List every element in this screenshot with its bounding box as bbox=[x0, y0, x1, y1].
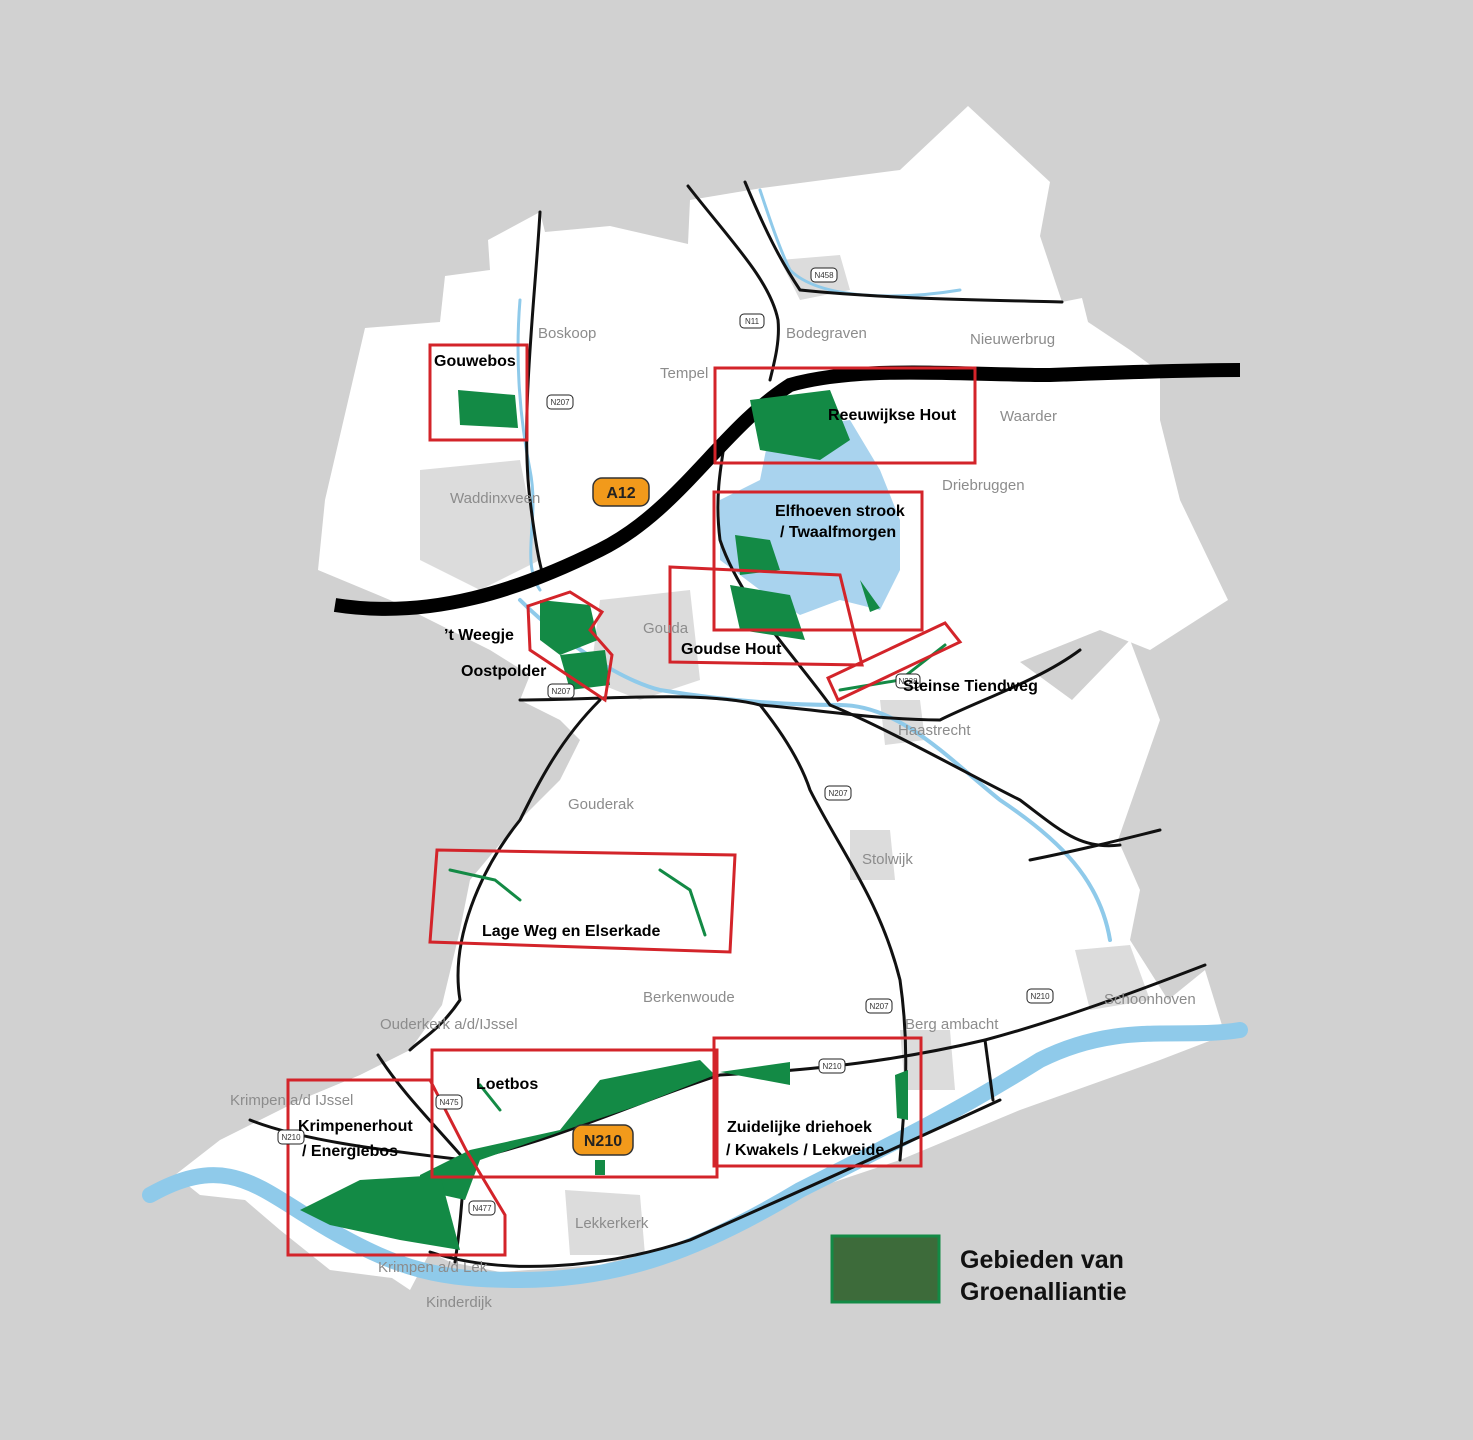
place-stolwijk: Stolwijk bbox=[862, 851, 913, 868]
svg-text:N207: N207 bbox=[551, 687, 571, 696]
label-elfhoeven-2: / Twaalfmorgen bbox=[780, 524, 896, 541]
road-tag-n475: N475 bbox=[435, 1094, 463, 1110]
label-zuidelijke-2: / Kwakels / Lekweide bbox=[726, 1142, 884, 1159]
label-lage-weg: Lage Weg en Elserkade bbox=[482, 923, 661, 940]
legend-swatch bbox=[830, 1234, 941, 1304]
svg-text:N458: N458 bbox=[814, 271, 834, 280]
label-oostpolder: Oostpolder bbox=[461, 663, 546, 680]
place-waddinxveen: Waddinxveen bbox=[450, 490, 540, 507]
place-nieuwerbrug: Nieuwerbrug bbox=[970, 331, 1055, 348]
svg-text:N475: N475 bbox=[439, 1098, 459, 1107]
area-labels: Gouwebos Reeuwijkse Hout Elfhoeven stroo… bbox=[298, 353, 1038, 1160]
label-weegje: ’t Weegje bbox=[444, 627, 514, 644]
svg-text:N228: N228 bbox=[898, 677, 918, 686]
label-elfhoeven-1: Elfhoeven strook bbox=[775, 503, 905, 520]
place-krimpen-ijssel: Krimpen a/d IJssel bbox=[230, 1092, 353, 1109]
label-reeuwijkse-hout: Reeuwijkse Hout bbox=[828, 407, 957, 424]
place-waarder: Waarder bbox=[1000, 408, 1057, 425]
legend: Gebieden van Groenalliantie bbox=[830, 1234, 1127, 1306]
label-gouwebos: Gouwebos bbox=[434, 353, 516, 370]
place-schoonhoven: Schoonhoven bbox=[1104, 991, 1196, 1008]
svg-text:N210: N210 bbox=[281, 1133, 301, 1142]
label-goudse-hout: Goudse Hout bbox=[681, 641, 782, 658]
label-krimpenerhout-1: Krimpenerhout bbox=[298, 1118, 413, 1135]
place-ouderkerk: Ouderkerk a/d/IJssel bbox=[380, 1016, 518, 1033]
svg-text:A12: A12 bbox=[606, 485, 635, 502]
place-names: Boskoop Bodegraven Nieuwerbrug Tempel Wa… bbox=[230, 325, 1196, 1311]
place-berg-ambacht: Berg ambacht bbox=[905, 1016, 999, 1033]
road-tag-n458: N458 bbox=[810, 267, 838, 283]
n210-tag: N210 bbox=[572, 1124, 634, 1156]
label-krimpenerhout-2: / Energiebos bbox=[302, 1143, 398, 1160]
a12-highway bbox=[333, 363, 1241, 616]
road-number-tags: N458 N11 N207 N207 N207 N207 N210 N210 N… bbox=[277, 267, 1054, 1216]
place-tempel: Tempel bbox=[660, 365, 708, 382]
road-tag-n210-a: N210 bbox=[1026, 988, 1054, 1004]
a12-tag: A12 bbox=[592, 477, 650, 507]
place-haastrecht: Haastrecht bbox=[898, 722, 971, 739]
label-zuidelijke-1: Zuidelijke driehoek bbox=[727, 1119, 872, 1136]
place-kinderdijk: Kinderdijk bbox=[426, 1294, 492, 1311]
road-tag-n207-d: N207 bbox=[865, 998, 893, 1014]
place-gouda: Gouda bbox=[643, 620, 689, 637]
label-steinse: Steinse Tiendweg bbox=[903, 678, 1038, 695]
road-tag-n207-a: N207 bbox=[546, 394, 574, 410]
place-driebruggen: Driebruggen bbox=[942, 477, 1025, 494]
svg-text:N207: N207 bbox=[869, 1002, 889, 1011]
place-gouderak: Gouderak bbox=[568, 796, 634, 813]
svg-text:N207: N207 bbox=[828, 789, 848, 798]
area-boxes bbox=[286, 343, 977, 1257]
road-tag-n207-b: N207 bbox=[547, 683, 575, 699]
legend-line-2: Groenalliantie bbox=[960, 1278, 1127, 1306]
road-tag-n210-b: N210 bbox=[818, 1058, 846, 1074]
road-tag-n228: N228 bbox=[895, 673, 921, 689]
place-lekkerkerk: Lekkerkerk bbox=[575, 1215, 649, 1232]
svg-text:N207: N207 bbox=[550, 398, 570, 407]
highway-tags: A12 N210 bbox=[572, 477, 650, 1156]
road-tag-n210-c: N210 bbox=[277, 1129, 305, 1145]
place-krimpen-lek: Krimpen a/d Lek bbox=[378, 1259, 488, 1276]
place-bodegraven: Bodegraven bbox=[786, 325, 867, 342]
road-tag-n207-c: N207 bbox=[824, 785, 852, 801]
svg-text:N11: N11 bbox=[745, 317, 760, 326]
svg-text:N210: N210 bbox=[584, 1133, 622, 1150]
place-berkenwoude: Berkenwoude bbox=[643, 989, 735, 1006]
road-tag-n477: N477 bbox=[468, 1200, 496, 1216]
svg-text:N210: N210 bbox=[822, 1062, 842, 1071]
svg-text:N210: N210 bbox=[1030, 992, 1050, 1001]
place-boskoop: Boskoop bbox=[538, 325, 596, 342]
road-tag-n11: N11 bbox=[739, 313, 765, 329]
svg-text:N477: N477 bbox=[472, 1204, 492, 1213]
legend-line-1: Gebieden van bbox=[960, 1246, 1124, 1274]
label-loetbos: Loetbos bbox=[476, 1076, 538, 1093]
